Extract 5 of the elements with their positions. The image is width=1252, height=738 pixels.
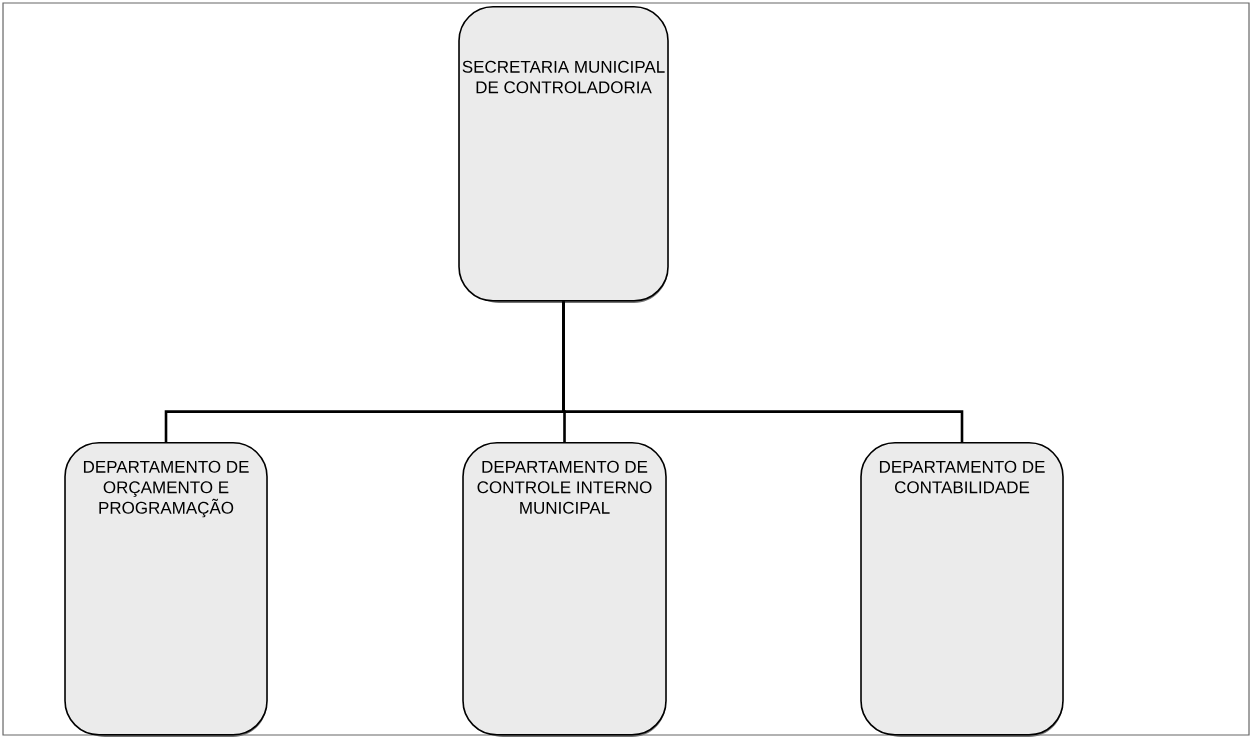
org-box: SECRETARIA MUNICIPAL DE CONTROLADORIA: [458, 6, 669, 303]
org-box: DEPARTAMENTO DE ORÇAMENTO E PROGRAMAÇÃO: [64, 442, 268, 737]
org-box: DEPARTAMENTO DE CONTROLE INTERNO MUNICIPAL: [462, 442, 667, 737]
org-box: DEPARTAMENTO DE CONTABILIDADE: [860, 442, 1064, 737]
connector-line: [562, 301, 964, 442]
